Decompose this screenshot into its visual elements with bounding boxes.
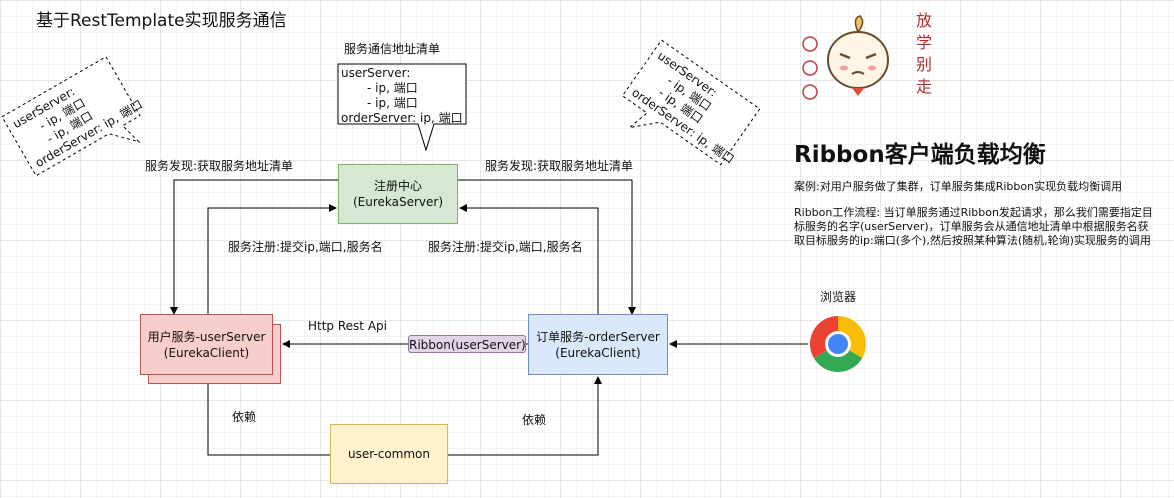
edge-label-register-right: 服务注册:提交ip,端口,服务名 <box>428 240 583 254</box>
sticker-char: 走 <box>915 77 932 96</box>
edge-label-discovery-right: 服务发现:获取服务地址清单 <box>485 159 634 173</box>
registry-list-caption: 服务通信地址清单 <box>344 42 441 56</box>
left-callout-shape <box>1 56 141 177</box>
ribbon-heading: Ribbon客户端负载均衡 <box>794 142 1046 168</box>
registry-list-line: - ip, 端口 <box>367 96 418 110</box>
sticker-char: 别 <box>915 55 932 74</box>
edge-discovery-right <box>458 179 636 315</box>
order-node[interactable]: 订单服务-orderServer (EurekaClient) <box>528 314 668 375</box>
registry-list-line: - ip, 端口 <box>367 81 418 95</box>
sticker-char: 放 <box>915 11 932 30</box>
user-node[interactable]: 用户服务-userServer (EurekaClient) <box>140 314 273 375</box>
common-node-title: user-common <box>347 447 430 461</box>
edge-register-right <box>459 204 599 314</box>
registry-list-line: userServer: <box>341 66 411 80</box>
sticker-char: 学 <box>915 33 932 52</box>
edge-depend-left <box>204 376 330 456</box>
order-node-subtitle: (EurekaClient) <box>555 345 641 360</box>
browser-label: 浏览器 <box>820 290 857 304</box>
edge-register-left <box>207 204 337 314</box>
ribbon-flow-text: Ribbon工作流程: 当订单服务通过Ribbon发起请求，那么我们需要指定目标… <box>794 206 1153 247</box>
ribbon-case-text: 案例:对用户服务做了集群，订单服务集成Ribbon实现负载均衡调用 <box>794 180 1123 193</box>
registry-list: userServer: - ip, 端口 - ip, 端口 orderServe… <box>341 66 463 126</box>
common-node[interactable]: user-common <box>330 424 448 484</box>
edge-discovery-left <box>170 179 338 315</box>
edge-label-http: Http Rest Api <box>308 319 387 333</box>
sticker-text: 放 学 别 走 <box>912 10 936 98</box>
order-node-title: 订单服务-orderServer <box>536 329 660 344</box>
registry-node-title: 注册中心 <box>373 179 422 193</box>
edge-depend-right <box>448 376 602 456</box>
user-node-title: 用户服务-userServer <box>147 329 266 344</box>
cartoon-sticker <box>802 15 889 100</box>
registry-node[interactable]: 注册中心 (EurekaServer) <box>338 164 458 224</box>
user-node-subtitle: (EurekaClient) <box>163 345 250 360</box>
edge-label-depend-right: 依赖 <box>522 413 547 427</box>
chrome-icon[interactable] <box>808 314 868 374</box>
registry-list-callout-shape <box>337 63 467 152</box>
right-callout-shape <box>621 39 761 166</box>
registry-list-line: orderServer: ip, 端口 <box>341 111 463 125</box>
edge-label-register-left: 服务注册:提交ip,端口,服务名 <box>228 240 383 254</box>
page-title: 基于RestTemplate实现服务通信 <box>36 11 287 31</box>
registry-node-subtitle: (EurekaServer) <box>352 195 444 209</box>
edge-label-discovery-left: 服务发现:获取服务地址清单 <box>145 159 294 173</box>
ribbon-tag[interactable]: Ribbon(userServer) <box>408 335 526 353</box>
edge-label-depend-left: 依赖 <box>232 410 257 424</box>
